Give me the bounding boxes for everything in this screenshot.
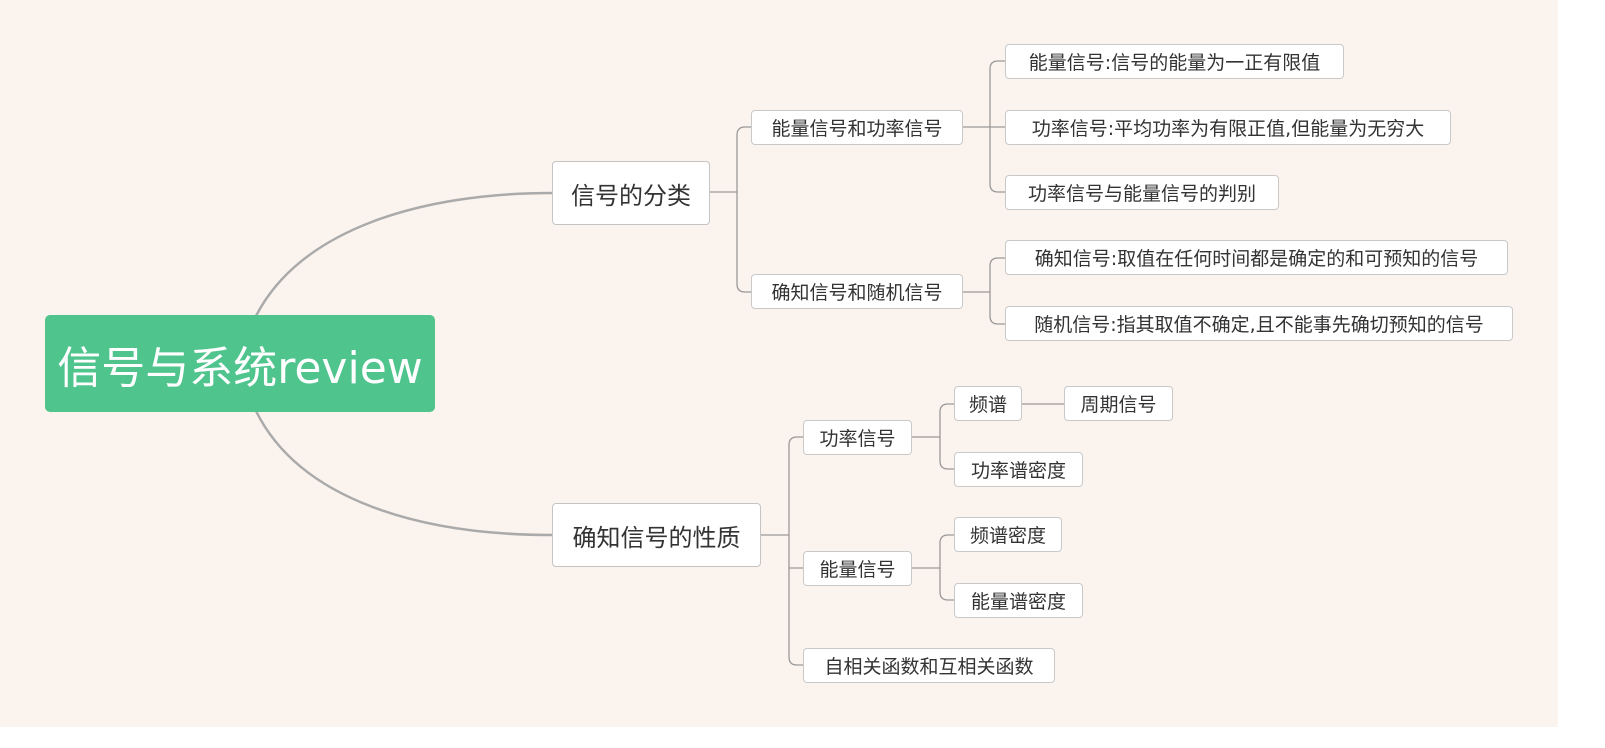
topic-label: 能量信号和功率信号 <box>771 118 943 140</box>
topic-energy-spectral-density[interactable]: 能量谱密度 <box>954 583 1083 618</box>
curve-root-to-signal-classification <box>254 191 553 317</box>
topic-spectral-density[interactable]: 频谱密度 <box>954 517 1062 552</box>
topic-deterministic-and-random-signals[interactable]: 确知信号和随机信号 <box>751 274 963 309</box>
topic-label: 频谱 <box>968 394 1007 416</box>
topic-energy-signal-definition[interactable]: 能量信号:信号的能量为一正有限值 <box>1005 44 1344 79</box>
topic-label: 功率信号 <box>819 428 896 450</box>
topic-power-signal[interactable]: 功率信号 <box>803 420 912 455</box>
link-power-signal-bus <box>912 403 954 470</box>
topic-label: 功率谱密度 <box>970 460 1066 482</box>
topic-label: 功率信号:平均功率为有限正值,但能量为无穷大 <box>1031 118 1425 140</box>
link-properties-bus <box>761 436 803 666</box>
topic-label: 确知信号的性质 <box>572 523 741 552</box>
curve-root-to-deterministic-properties <box>254 410 553 537</box>
topic-signal-classification[interactable]: 信号的分类 <box>552 161 710 225</box>
link-deterministic-random-bus <box>963 257 1005 325</box>
topic-label: 随机信号:指其取值不确定,且不能事先确切预知的信号 <box>1034 314 1484 336</box>
topic-power-energy-discrimination[interactable]: 功率信号与能量信号的判别 <box>1005 175 1279 210</box>
topic-label: 功率信号与能量信号的判别 <box>1027 183 1256 205</box>
topic-random-signal-definition[interactable]: 随机信号:指其取值不确定,且不能事先确切预知的信号 <box>1005 306 1513 341</box>
topic-energy-and-power-signals[interactable]: 能量信号和功率信号 <box>751 110 963 145</box>
topic-label: 频谱密度 <box>969 525 1046 547</box>
link-energy-power-bus <box>963 60 1005 193</box>
topic-label: 能量信号:信号的能量为一正有限值 <box>1028 52 1321 74</box>
topic-label: 能量信号 <box>819 559 896 581</box>
link-energy-signal-bus <box>912 534 954 601</box>
root-topic[interactable]: 信号与系统review <box>45 315 435 412</box>
topic-label: 确知信号:取值在任何时间都是确定的和可预知的信号 <box>1034 248 1479 270</box>
topic-spectrum[interactable]: 频谱 <box>954 386 1022 421</box>
topic-label: 周期信号 <box>1080 394 1157 416</box>
topic-power-signal-definition[interactable]: 功率信号:平均功率为有限正值,但能量为无穷大 <box>1005 110 1451 145</box>
topic-auto-and-cross-correlation[interactable]: 自相关函数和互相关函数 <box>803 648 1055 683</box>
mind-map-canvas: 信号与系统review 信号的分类 确知信号的性质 能量信号和功率信号 确知信号… <box>0 0 1558 727</box>
topic-label: 信号的分类 <box>571 181 691 210</box>
link-classification-bus <box>710 126 751 293</box>
topic-label: 能量谱密度 <box>970 591 1066 613</box>
topic-power-spectral-density[interactable]: 功率谱密度 <box>954 452 1083 487</box>
topic-energy-signal[interactable]: 能量信号 <box>803 551 912 586</box>
topic-deterministic-signal-definition[interactable]: 确知信号:取值在任何时间都是确定的和可预知的信号 <box>1005 240 1508 275</box>
topic-label: 自相关函数和互相关函数 <box>824 656 1034 678</box>
topic-deterministic-signal-properties[interactable]: 确知信号的性质 <box>552 503 761 567</box>
topic-periodic-signal[interactable]: 周期信号 <box>1064 386 1173 421</box>
topic-label: 确知信号和随机信号 <box>771 282 943 304</box>
root-topic-label: 信号与系统review <box>57 342 423 394</box>
